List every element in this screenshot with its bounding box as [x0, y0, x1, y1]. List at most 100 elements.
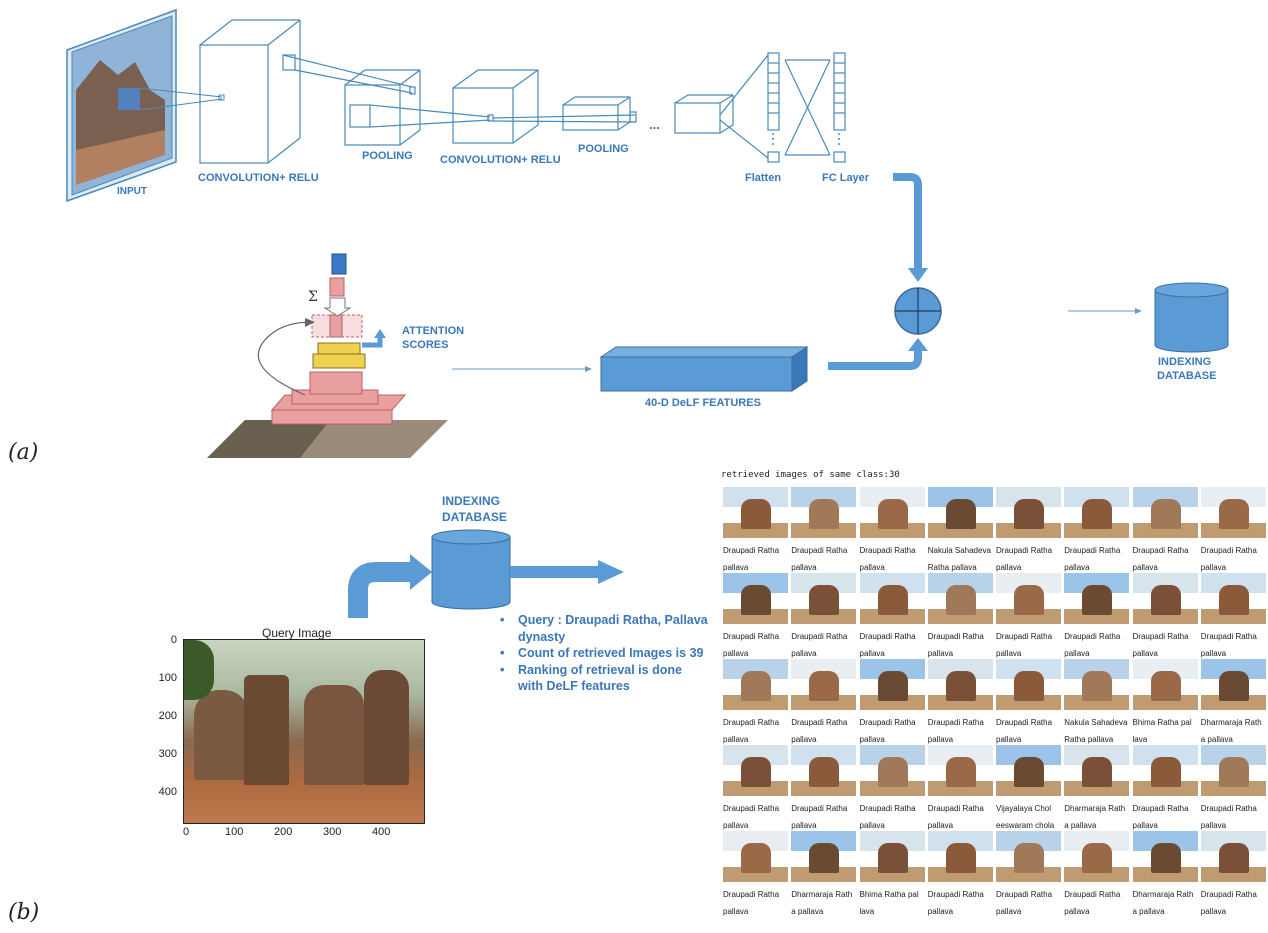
retrieved-thumbnail[interactable] — [791, 659, 857, 710]
retrieved-thumbnail[interactable] — [927, 573, 993, 624]
delf-features-block — [599, 346, 809, 392]
retrieved-caption-line: pallava — [1064, 907, 1090, 916]
retrieved-thumbnail[interactable] — [1200, 745, 1266, 796]
retrieved-thumbnail[interactable] — [791, 745, 857, 796]
retrieved-thumbnail[interactable] — [1064, 745, 1130, 796]
fc-to-combiner-arrow — [893, 173, 922, 270]
retrieved-thumbnail[interactable] — [723, 831, 788, 882]
retrieved-caption-line: pallava — [723, 907, 749, 916]
retrieved-thumbnail[interactable] — [1200, 487, 1266, 538]
query-summary-item: Ranking of retrieval is done with DeLF f… — [500, 662, 710, 695]
retrieved-caption-line: Draupadi Ratha — [927, 804, 984, 813]
retrieved-thumbnail[interactable] — [859, 745, 925, 796]
retrieved-thumbnail[interactable] — [723, 573, 788, 624]
pool2-label: POOLING — [578, 143, 629, 155]
retrieved-thumbnail[interactable] — [1132, 573, 1198, 624]
retrieved-thumbnail[interactable] — [1132, 831, 1198, 882]
retrieved-caption-line: pallava — [927, 735, 954, 744]
indexing-database-b-label-1: INDEXING — [442, 494, 501, 508]
retrieved-thumbnail[interactable] — [927, 487, 993, 538]
retrieved-thumbnail[interactable] — [996, 573, 1061, 624]
retrieved-thumbnail[interactable] — [859, 487, 925, 538]
retrieved-caption-line: pallava — [1200, 907, 1227, 916]
retrieved-caption-line: Draupadi Ratha — [791, 546, 848, 555]
retrieved-caption-line: pallava — [723, 563, 749, 572]
retrieved-thumbnail[interactable] — [1064, 487, 1130, 538]
retrieved-thumbnail[interactable] — [1132, 745, 1198, 796]
retrieved-thumbnail[interactable] — [1132, 487, 1198, 538]
retrieved-thumbnail[interactable] — [859, 831, 925, 882]
retrieved-thumbnail[interactable] — [723, 659, 788, 710]
retrieved-thumbnail[interactable] — [1200, 831, 1266, 882]
retrieved-thumbnail[interactable] — [1132, 659, 1198, 710]
retrieved-thumbnail[interactable] — [927, 831, 993, 882]
retrieved-thumbnail[interactable] — [1064, 573, 1130, 624]
retrieved-thumbnail[interactable] — [996, 487, 1061, 538]
retrieved-thumbnail[interactable] — [996, 745, 1061, 796]
retrieved-caption-line: Draupadi Ratha — [927, 632, 984, 641]
retrieved-caption-line: pallava — [1132, 649, 1158, 658]
retrieved-thumbnail[interactable] — [927, 659, 993, 710]
retrieved-caption-line: Draupadi Ratha — [1200, 890, 1257, 899]
retrieved-thumbnail[interactable] — [996, 659, 1061, 710]
retrieved-thumbnail[interactable] — [859, 659, 925, 710]
retrieved-thumbnail[interactable] — [996, 831, 1061, 882]
retrieved-caption-line: Draupadi Ratha — [1132, 546, 1189, 555]
retrieved-thumbnail[interactable] — [791, 831, 857, 882]
retrieved-thumbnail[interactable] — [723, 745, 788, 796]
retrieved-item[interactable]: Draupadi Ratha pallava — [1200, 831, 1268, 917]
retrieved-thumbnail[interactable] — [1200, 659, 1266, 710]
retrieved-thumbnail[interactable] — [1200, 573, 1266, 624]
pool1-label: POOLING — [362, 150, 413, 162]
retrieved-thumbnail[interactable] — [1064, 831, 1130, 882]
retrieved-thumbnail[interactable] — [723, 487, 788, 538]
retrieved-thumbnail[interactable] — [1064, 659, 1130, 710]
retrieved-thumbnail[interactable] — [791, 573, 857, 624]
retrieved-thumbnail[interactable] — [927, 745, 993, 796]
retrieved-thumbnail[interactable] — [791, 487, 857, 538]
retrieved-thumbnail[interactable] — [859, 573, 925, 624]
